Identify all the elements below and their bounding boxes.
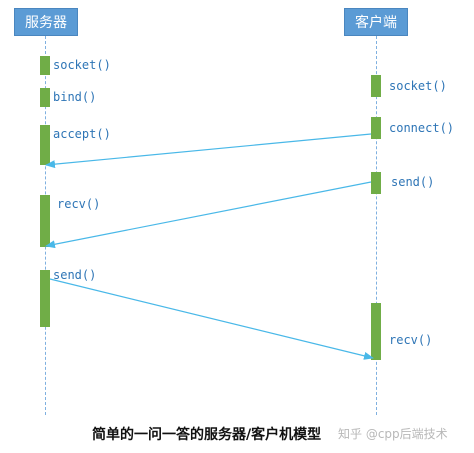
client-lifeline [376, 36, 377, 415]
server-send-label: send() [53, 268, 97, 282]
client-recv-label: recv() [389, 333, 433, 347]
client-send-label: send() [391, 175, 435, 189]
watermark: 知乎 @cpp后端技术 [338, 427, 448, 441]
connect-message-arrow [45, 133, 372, 169]
server-socket-label: socket() [53, 58, 111, 72]
client-socket-label: socket() [389, 79, 447, 93]
server-accept-label: accept() [53, 127, 111, 141]
server-recv-bar [40, 195, 50, 247]
server-accept-bar [40, 125, 50, 165]
diagram-caption: 简单的一问一答的服务器/客户机模型 [92, 427, 322, 443]
client-send-bar [371, 172, 381, 194]
server-send-bar [40, 270, 50, 327]
server-bind-label: bind() [53, 90, 97, 104]
client-recv-bar [371, 303, 381, 360]
server-bind-bar [40, 88, 50, 107]
send-request-message-arrow [45, 181, 372, 249]
client-lane-header: 客户端 [344, 8, 408, 36]
client-connect-bar [371, 117, 381, 139]
send-response-message-arrow [49, 278, 374, 360]
server-socket-bar [40, 56, 50, 75]
server-recv-label: recv() [57, 197, 101, 211]
client-connect-label: connect() [389, 121, 455, 135]
client-socket-bar [371, 75, 381, 97]
server-lane-header: 服务器 [14, 8, 78, 36]
